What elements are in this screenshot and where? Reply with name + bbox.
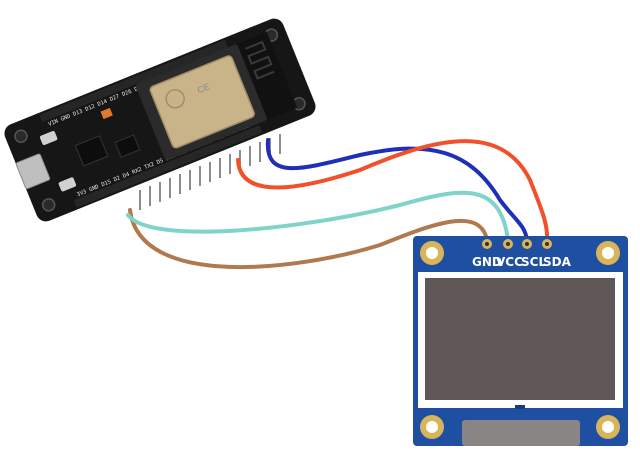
top-header-pads <box>39 39 228 123</box>
esp32-board: VIN GND D13 D12 D14 D27 D26 D25 D33 D32 … <box>4 18 316 222</box>
antenna-trace <box>245 40 275 80</box>
oled-pin-sda: SDA <box>543 255 572 269</box>
wifi-module-shield <box>149 55 255 149</box>
sda-wire <box>236 139 550 242</box>
vcc-wire <box>126 190 510 242</box>
usb-port <box>15 153 51 190</box>
boot-button <box>39 130 58 146</box>
power-led <box>100 107 113 120</box>
oled-module: GND VCC SCL SDA <box>413 236 628 446</box>
espressif-logo-icon <box>165 89 185 109</box>
usb-uart-chip <box>74 135 109 167</box>
ce-mark: CE <box>196 81 211 95</box>
oled-pin-pads <box>482 239 552 249</box>
mount-hole <box>41 198 56 212</box>
bottom-header-pads <box>73 125 263 208</box>
oled-pin-vcc: VCC <box>496 255 523 269</box>
regulator-chip <box>114 134 141 158</box>
gnd-wire <box>128 208 489 270</box>
scl-wire <box>265 138 529 242</box>
ribbon-cable <box>462 420 580 446</box>
oled-pin-scl: SCL <box>521 255 546 269</box>
wires <box>126 138 550 270</box>
reset-button <box>58 177 77 192</box>
ribbon-tab <box>515 405 525 409</box>
oled-pin-gnd: GND <box>472 255 502 269</box>
oled-screen <box>425 278 615 400</box>
mount-hole <box>14 129 28 144</box>
esp32-header-pins <box>139 134 281 210</box>
